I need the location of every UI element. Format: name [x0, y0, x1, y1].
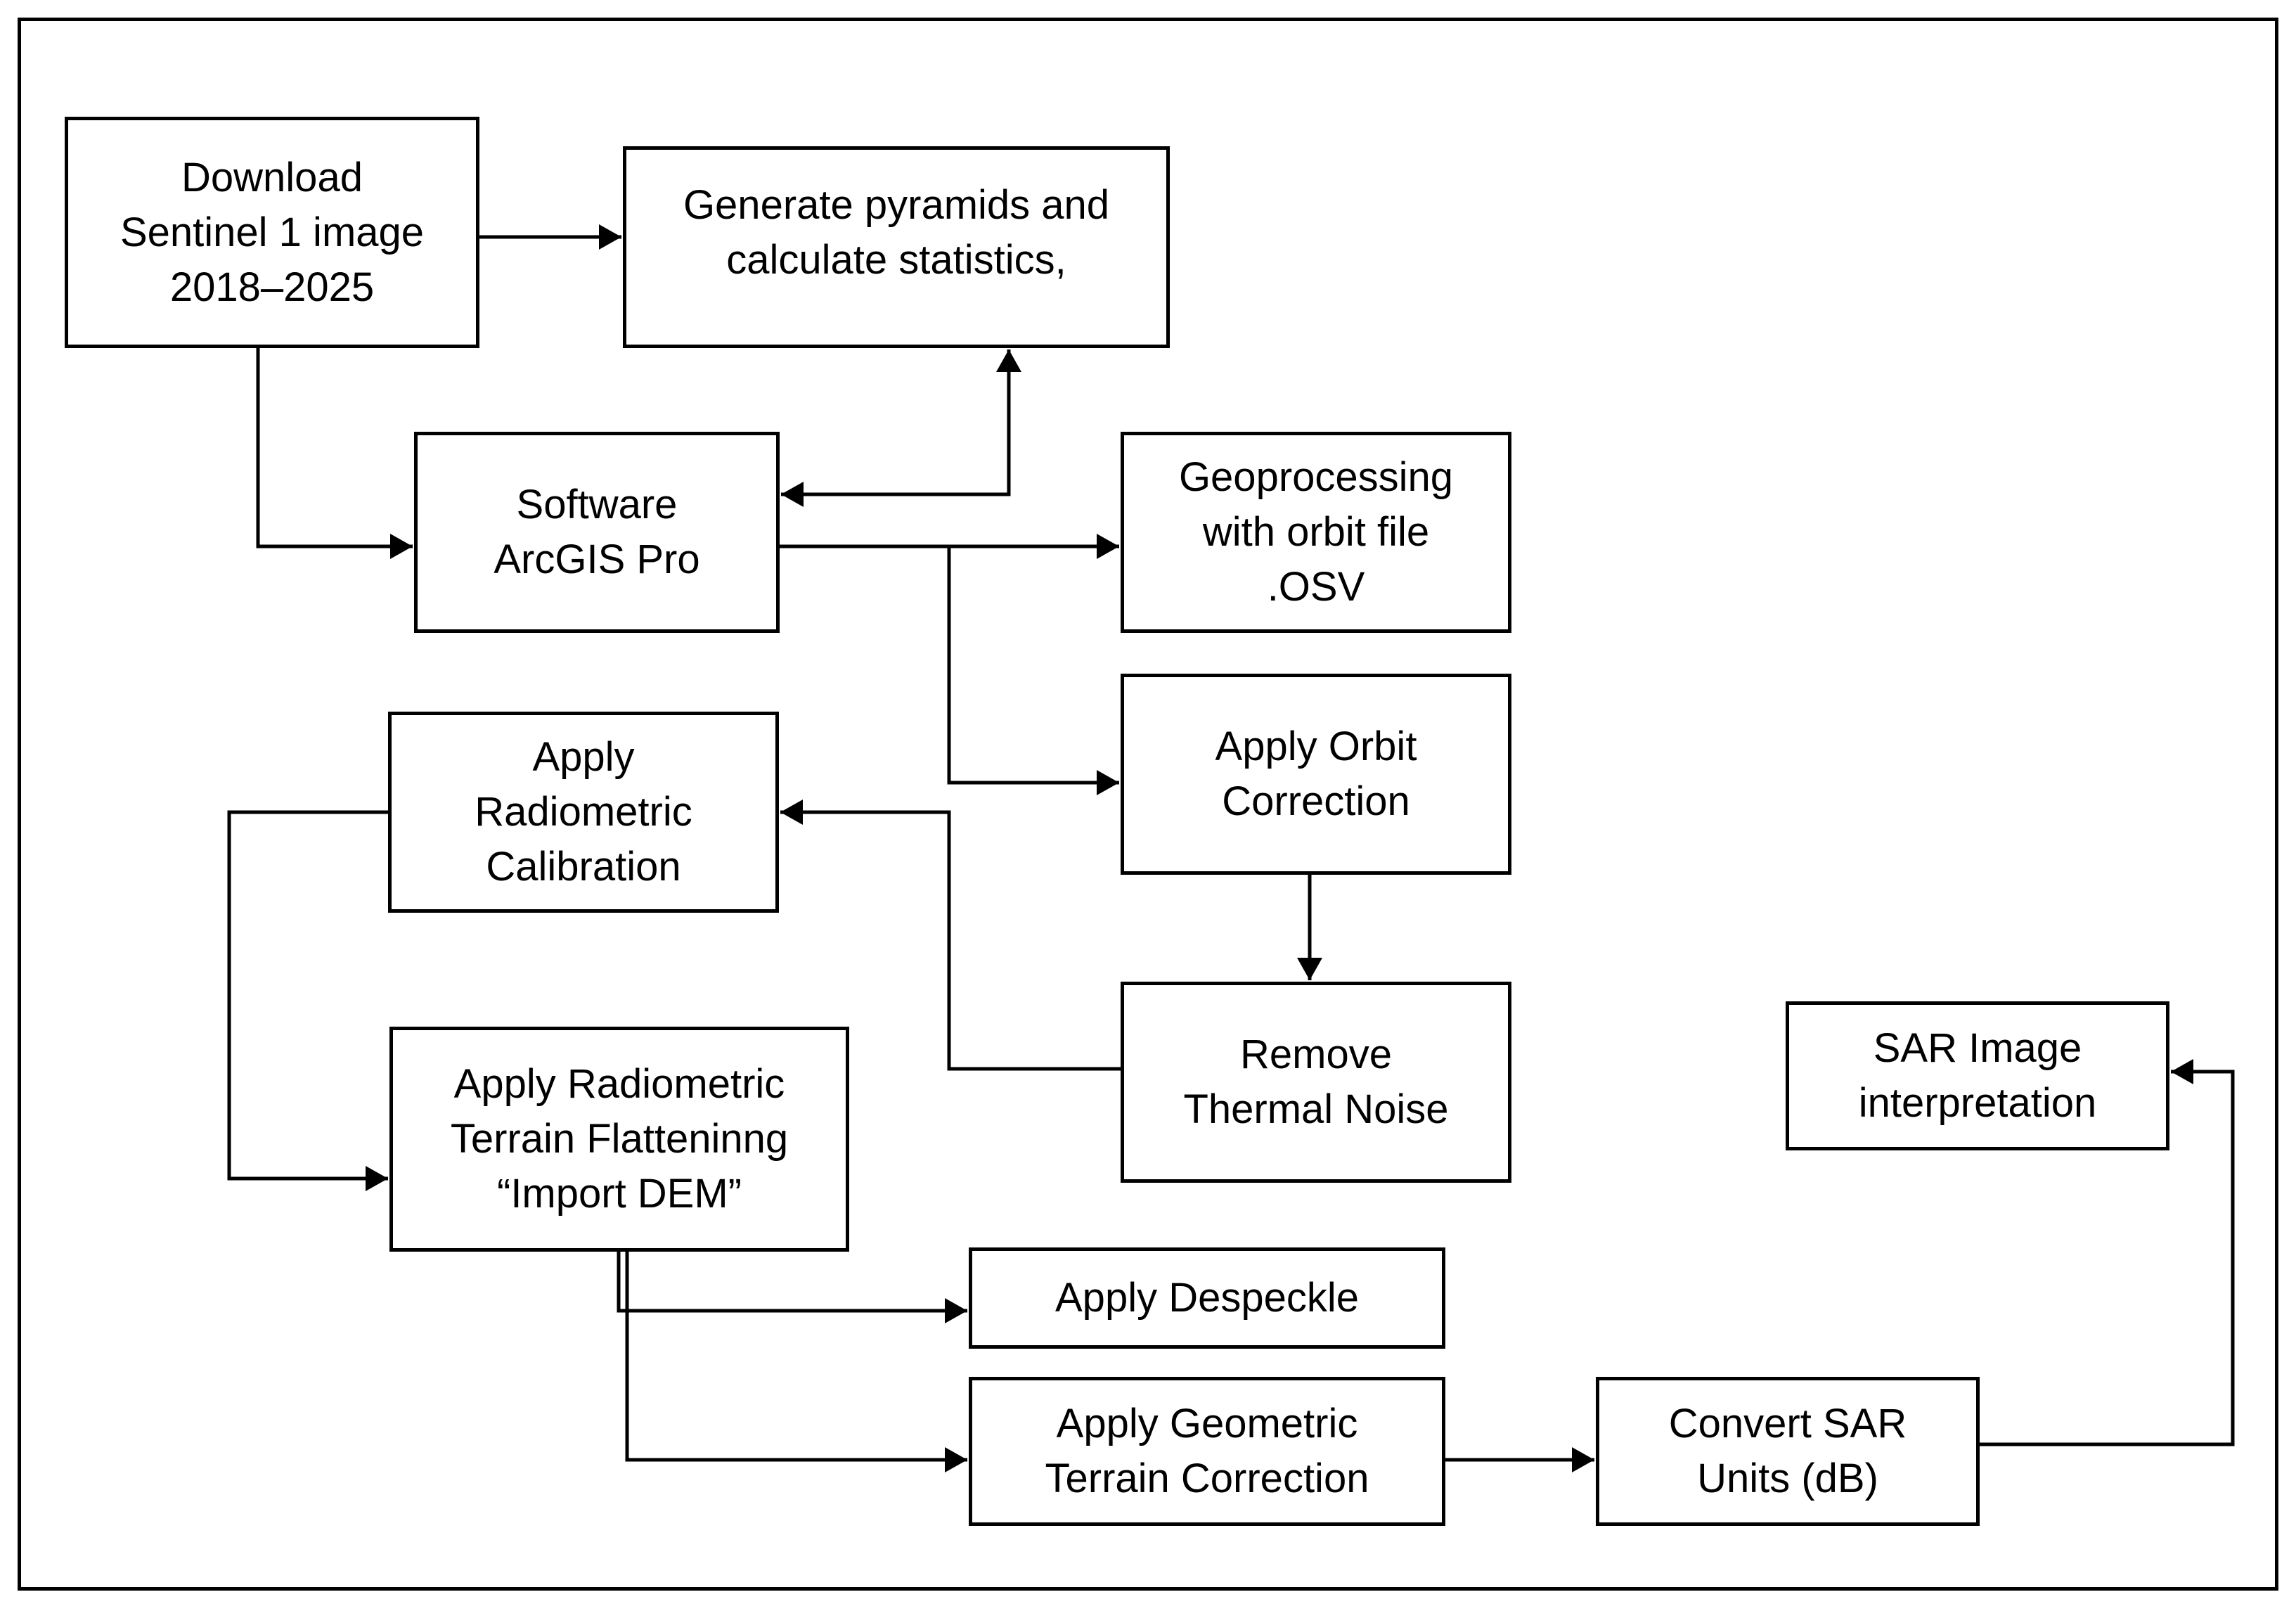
node-pyramids-line-1: Generate pyramids and [683, 182, 1110, 228]
arrowhead-thermal-noise [1297, 958, 1322, 980]
node-despeckle: Apply Despeckle [969, 1247, 1445, 1349]
node-download-line-1: Download [181, 154, 363, 200]
node-pyramids: Generate pyramids and calculate statisti… [623, 146, 1170, 348]
node-radiometric-calibration-line-1: Apply [532, 734, 635, 780]
node-arcgis: Software ArcGIS Pro [414, 432, 780, 633]
node-geoprocessing: Geoprocessing with orbit file .OSV [1121, 432, 1511, 633]
diagram-frame [18, 18, 2278, 1591]
arrowhead-convert-db [1572, 1447, 1594, 1472]
node-thermal-noise-line-2: Thermal Noise [1183, 1086, 1449, 1132]
node-convert-db-line-1: Convert SAR [1668, 1401, 1907, 1446]
node-geoprocessing-line-3: .OSV [1267, 564, 1365, 610]
arrowhead-geoprocessing [1097, 534, 1119, 559]
arrowhead-pyramids-from-arcgis [996, 349, 1021, 372]
node-sar-interpretation-line-2: interpretation [1858, 1080, 2097, 1126]
edge-calibration-to-flattening [227, 810, 388, 1181]
node-geometric-correction-line-2: Terrain Correction [1045, 1456, 1369, 1501]
arrowhead-despeckle [945, 1298, 967, 1323]
arrowhead-arcgis-from-download [390, 534, 413, 559]
arrowhead-terrain-flattening [366, 1166, 388, 1191]
node-sar-interpretation-line-1: SAR Image [1873, 1025, 2082, 1071]
node-geometric-correction-line-1: Apply Geometric [1056, 1401, 1358, 1446]
edge-arcgis-to-orbit-correction [947, 546, 1119, 785]
node-radiometric-calibration: Apply Radiometric Calibration [388, 712, 779, 913]
node-thermal-noise: Remove Thermal Noise [1121, 982, 1511, 1183]
node-convert-db-line-2: Units (dB) [1697, 1456, 1878, 1501]
node-terrain-flattening-line-2: Terrain Flatteninng [450, 1116, 789, 1162]
arrowhead-orbit-correction [1097, 770, 1119, 795]
node-orbit-correction-line-2: Correction [1222, 778, 1410, 824]
edge-thermal-to-calibration [780, 810, 1121, 1071]
node-download-line-2: Sentinel 1 image [120, 209, 425, 255]
node-geoprocessing-line-2: with orbit file [1202, 509, 1430, 555]
node-sar-interpretation: SAR Image interpretation [1786, 1001, 2169, 1150]
arrowhead-geometric-correction [945, 1447, 967, 1472]
node-geoprocessing-line-1: Geoprocessing [1178, 454, 1454, 500]
edge-arcgis-pyramids-bidirectional [781, 349, 1011, 496]
edge-convert-to-sar [1980, 1070, 2235, 1446]
node-orbit-correction: Apply Orbit Correction [1121, 674, 1511, 875]
node-orbit-correction-line-1: Apply Orbit [1215, 724, 1417, 769]
node-terrain-flattening-line-3: “Import DEM” [497, 1171, 742, 1217]
node-arcgis-line-2: ArcGIS Pro [494, 537, 700, 582]
edge-flattening-to-geometric [625, 1252, 967, 1462]
edge-flattening-to-despeckle [617, 1252, 967, 1313]
node-arcgis-line-1: Software [516, 482, 678, 527]
edge-download-to-arcgis [256, 348, 413, 548]
node-despeckle-line-1: Apply Despeckle [1055, 1275, 1359, 1321]
node-pyramids-line-2: calculate statistics, [726, 237, 1066, 283]
arrowhead-pyramids [599, 224, 621, 250]
node-terrain-flattening-line-1: Apply Radiometric [453, 1061, 785, 1107]
node-radiometric-calibration-line-2: Radiometric [475, 789, 692, 835]
arrowhead-sar-interpretation [2171, 1059, 2193, 1084]
node-radiometric-calibration-line-3: Calibration [486, 844, 681, 890]
node-convert-db: Convert SAR Units (dB) [1596, 1377, 1980, 1526]
node-thermal-noise-line-1: Remove [1240, 1032, 1392, 1077]
node-download-line-3: 2018–2025 [169, 264, 375, 310]
node-download: Download Sentinel 1 image 2018–2025 [65, 117, 479, 348]
node-geometric-correction: Apply Geometric Terrain Correction [969, 1377, 1445, 1526]
arrowhead-radiometric-calibration [780, 800, 803, 825]
node-terrain-flattening: Apply Radiometric Terrain Flatteninng “I… [389, 1027, 849, 1252]
arrowhead-arcgis-from-pyramids [781, 482, 804, 507]
